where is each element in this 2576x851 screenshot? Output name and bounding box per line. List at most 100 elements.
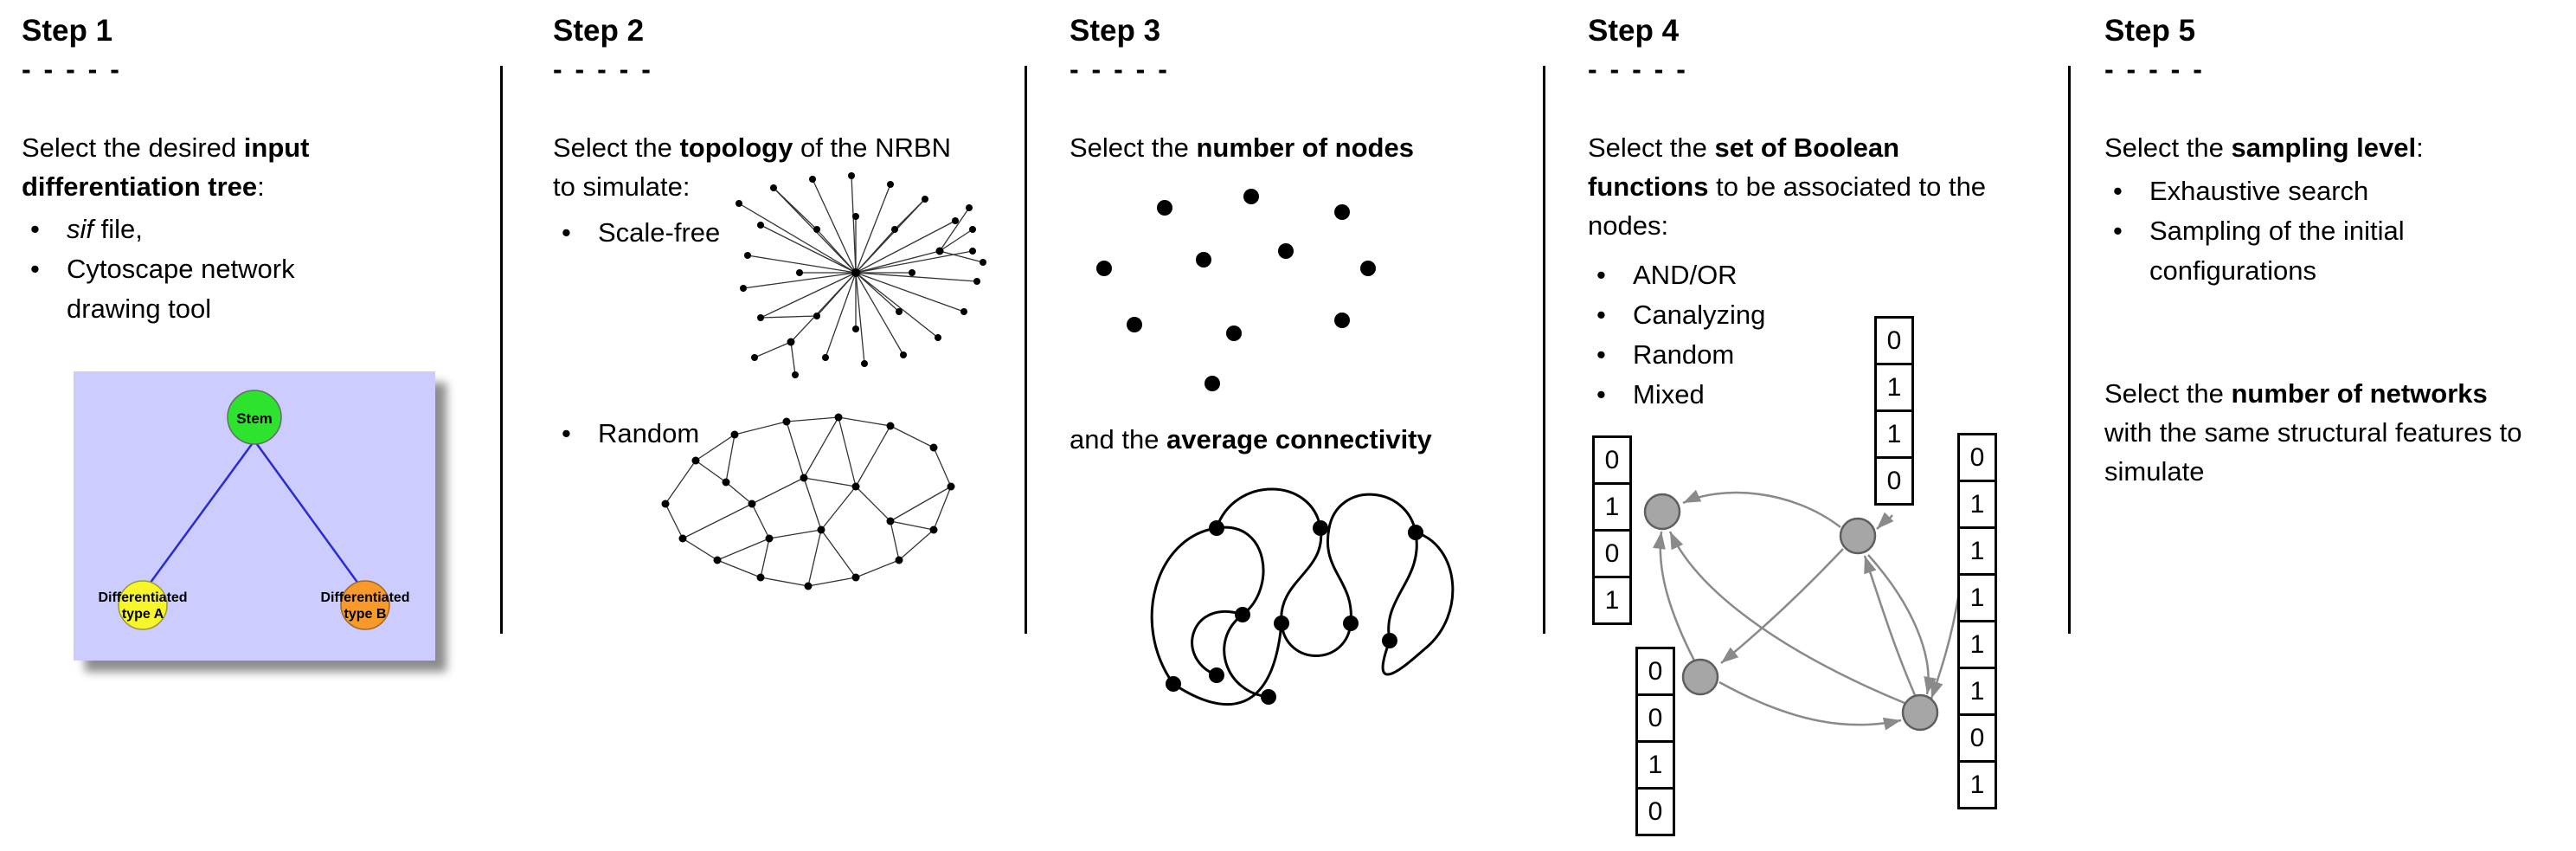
step-2-column: Step 2 - - - - - Select the topology of … [553,0,1020,851]
nodes-dots-graphic [1096,189,1376,391]
step-4-title: Step 4 [1588,14,1680,48]
bullet-text: Cytoscape network drawing tool [67,254,295,324]
dots [1096,189,1376,391]
truth-table-cell: 1 [1874,409,1914,459]
divider-3 [1543,66,1545,634]
type-b-label-line2: type B [344,607,387,622]
truth-table-cell: 1 [1957,760,1997,809]
differentiation-tree-image: Stem Differentiated type A Differentiate… [74,371,435,661]
bullet-text: AND/OR [1633,260,1738,290]
divider-4 [2068,66,2071,634]
step-3-intro: Select the number of nodes [1070,128,1541,167]
bullet-exhaustive: Exhaustive search [2104,171,2537,211]
random-network-graphic [661,413,955,590]
scale-free-network-graphic [736,172,986,378]
bullet-random: Random [553,414,813,454]
bullet-mixed: Mixed [1588,375,1934,415]
truth-table-cell: 0 [1592,529,1632,578]
type-a-label-line2: type A [122,607,164,622]
intro-bold: sampling level [2231,132,2417,163]
step-1-intro: Select the desired input differentiation… [22,128,454,206]
bullet-text: Random [598,418,700,448]
scale-free-bullet: Scale-free [553,213,813,253]
sampling-bullets: Exhaustive search Sampling of the initia… [2104,171,2537,291]
truth-table-cell: 0 [1874,316,1914,365]
bullet-text: Sampling of the initial configurations [2149,216,2405,286]
boolean-network-graphic [1643,489,1960,732]
truth-table-cell: 1 [1592,576,1632,625]
intro-post: to be associated to the nodes: [1588,171,1987,241]
second-pre: and the [1070,424,1167,455]
truth-table-cell: 1 [1957,667,1997,716]
type-a-node [118,580,168,630]
bullet-canalyzing: Canalyzing [1588,295,1934,335]
second-post: with the same structural features to sim… [2104,417,2522,487]
random-nodes [661,413,955,590]
bullet-random: Random [1588,335,1934,375]
step-2-intro: Select the topology of the NRBN to simul… [553,128,960,206]
intro-pre: Select the [553,132,680,163]
truth-table-cell: 1 [1635,740,1675,790]
bullet-and-or: AND/OR [1588,255,1934,295]
truth-table-cell: 0 [1957,433,1997,482]
second-bold: average connectivity [1166,424,1432,455]
gene-node-2 [1839,517,1877,555]
intro-pre: Select the desired [22,132,244,163]
truth-table-left: 0 1 0 1 [1592,435,1632,625]
step-5-column: Step 5 - - - - - Select the sampling lev… [2104,0,2576,851]
type-b-node [340,580,390,630]
stem-label: Stem [236,410,273,427]
connectivity-network-graphic [1150,487,1455,706]
truth-table-cell: 1 [1957,573,1997,622]
step-4-column: Step 4 - - - - - Select the set of Boole… [1588,0,2059,851]
random-bullet: Random [553,414,813,454]
step-3-column: Step 3 - - - - - Select the number of no… [1070,0,1541,851]
step-5-second: Select the number of networks with the s… [2104,374,2537,491]
truth-table-cell: 0 [1874,456,1914,506]
truth-table-cell: 1 [1874,363,1914,412]
truth-table-cell: 1 [1957,480,1997,529]
intro-post: : [257,171,265,202]
boolean-nodes [1643,493,1939,732]
intro-post: : [2416,132,2424,163]
divider-2 [1025,66,1027,634]
intro-bold: input differentiation tree [22,132,310,202]
step-4-dashes: - - - - - [1588,54,1688,85]
gene-node-1 [1643,493,1681,531]
step-5-intro: Select the sampling level: [2104,128,2563,167]
boolean-network-figure: 0 1 1 0 0 1 0 1 0 0 1 0 0 1 1 1 1 1 0 1 [1588,307,2059,848]
type-b-label-line1: Differentiated [320,590,409,605]
step-1-title: Step 1 [22,14,113,48]
bullet-text: Canalyzing [1633,300,1766,330]
bullet-text: Scale-free [598,217,721,248]
truth-table-cell: 0 [1635,787,1675,836]
boolean-edges [1652,489,1960,731]
step-2-title: Step 2 [553,14,645,48]
differentiation-tree-graphic: Stem Differentiated type A Differentiate… [74,371,435,661]
gene-node-3 [1681,658,1719,696]
step-3-second: and the average connectivity [1070,420,1541,459]
step-3-dashes: - - - - - [1070,54,1170,85]
gene-node-4 [1901,693,1939,732]
step-5-title: Step 5 [2104,14,2196,48]
truth-table-cell: 0 [1592,435,1632,485]
bullet-text: Mixed [1633,379,1705,409]
intro-pre: Select the [1070,132,1197,163]
connectivity-edges [1150,487,1455,706]
scale-free-edges [738,175,984,376]
truth-table-bottom-left: 0 0 1 0 [1635,647,1675,836]
intro-pre: Select the [2104,132,2232,163]
intro-bold: topology [679,132,793,163]
bullet-text: file, [93,214,143,244]
stem-node [227,390,282,445]
intro-post: of the NRBN to simulate: [553,132,951,202]
bullet-sampling-initial: Sampling of the initial configurations [2104,211,2537,291]
intro-bold: number of nodes [1196,132,1414,163]
intro-bold: set of Boolean functions [1588,132,1900,202]
bullet-text: Exhaustive search [2149,176,2369,206]
bullet-scale-free: Scale-free [553,213,813,253]
step-1-dashes: - - - - - [22,54,122,85]
divider-1 [500,66,503,634]
bullet-text: Random [1633,339,1735,370]
connectivity-nodes [1166,520,1423,705]
